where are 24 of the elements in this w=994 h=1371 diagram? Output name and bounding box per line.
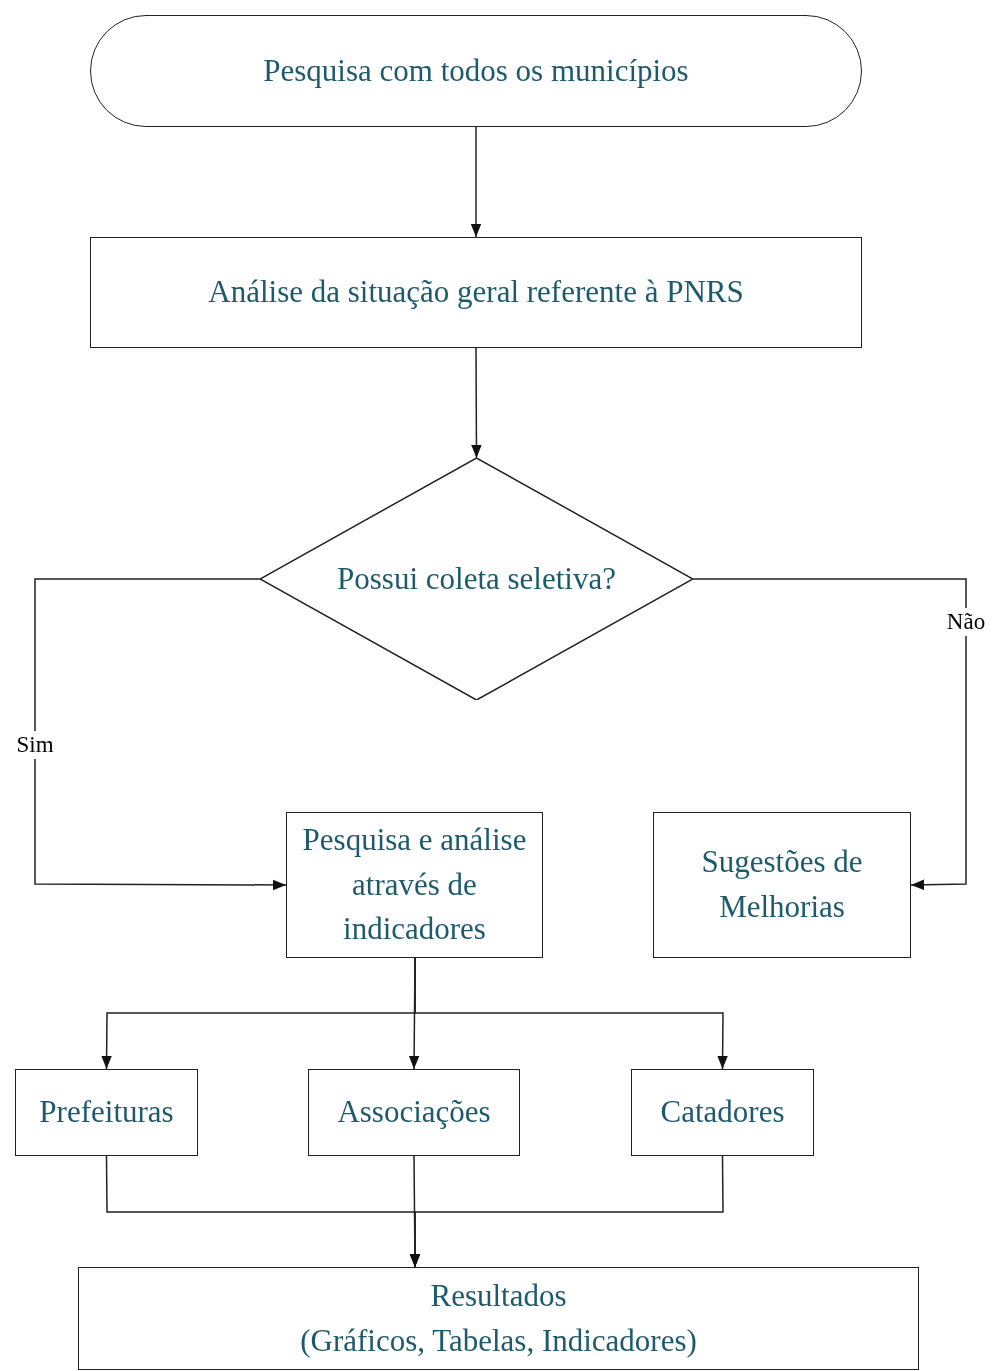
process-box	[286, 812, 543, 958]
process-box	[78, 1267, 919, 1370]
node-text: Análise da situação geral referente à PNRS	[208, 273, 744, 312]
arrow	[692, 578, 967, 890]
process-box	[308, 1069, 520, 1156]
node-text: Resultados	[430, 1276, 567, 1315]
node-text: Sugestões de Melhorias	[700, 843, 864, 926]
arrow	[409, 1155, 724, 1268]
node-text: (Gráficos, Tabelas, Indicadores)	[300, 1321, 697, 1360]
arrow	[470, 126, 482, 238]
arrow	[414, 957, 728, 1070]
edge-label: Não	[944, 608, 988, 636]
node-text: Possui coleta seletiva?	[337, 559, 616, 598]
process-box	[631, 1069, 814, 1156]
process-box	[15, 1069, 198, 1156]
node-text: Associações	[337, 1093, 491, 1132]
arrow	[34, 578, 287, 891]
arrow	[471, 347, 482, 459]
node-text: Prefeituras	[39, 1093, 174, 1132]
node-text: Catadores	[660, 1093, 785, 1132]
node-text: Pesquisa com todos os municípios	[263, 51, 689, 90]
node-text: Pesquisa e análise através de indicadores	[301, 820, 528, 949]
process-box	[653, 812, 911, 958]
process-box	[90, 237, 862, 348]
